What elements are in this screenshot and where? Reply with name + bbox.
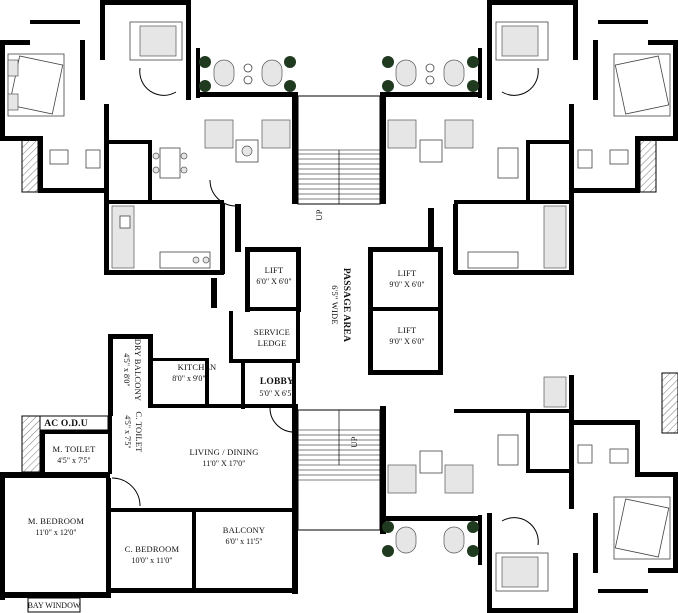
balcony-name: BALCONY [223,525,266,535]
ac-odu-name: AC O.D.U [44,419,88,429]
service-name: SERVICE [254,327,290,337]
passage-area: PASSAGE AREA 6'5" WIDE [330,268,351,342]
kitchen-dim: 8'0" x 9'0" [172,374,205,383]
dry-balcony-dim: 4'5" x 8'0" [122,353,131,386]
balcony-dim: 6'0" x 11'5" [225,537,262,546]
flat-top-left [0,0,296,275]
dry-balcony-name: DRY BALCONY [133,339,143,402]
lobby-name: LOBBY [260,377,294,387]
service-ledge: SERVICE LEDGE [254,327,290,348]
lift-3: LIFT 9'0" X 6'0" [389,325,424,346]
bay-window-label: BAY WINDOW [28,601,81,610]
lobby-dim: 5'0" X 6'5" [259,389,294,398]
stair-bottom: UP [297,409,381,531]
c-toilet-name: C. TOILET [134,411,144,453]
stair-top-up-label: UP [314,209,324,220]
flat-bottom-right [382,372,678,613]
lift-2: LIFT 9'0" X 6'0" [389,268,424,289]
ac-odu-top-left [21,139,39,193]
lift-1: LIFT 6'0" X 6'0" [256,265,291,286]
lobby: LOBBY 5'0" X 6'5" [259,377,294,398]
lift-3-dim: 9'0" X 6'0" [389,337,424,346]
lift-1-name: LIFT [265,265,284,275]
m-toilet-dim: 4'5" x 7'5" [57,456,90,465]
m-bedroom-name: M. BEDROOM [28,516,85,526]
flat-top-right [382,0,678,275]
c-toilet-dim: 4'5" x 7'5" [123,415,132,448]
m-bedroom-dim: 11'0" x 12'0" [35,528,76,537]
m-toilet-name: M. TOILET [52,444,96,454]
service-name-2: LEDGE [258,338,287,348]
c-bedroom-dim: 10'0" x 11'0" [131,556,172,565]
passage-dim: 6'5" WIDE [330,285,340,324]
c-bedroom-name: C. BEDROOM [125,544,180,554]
stair-top: UP [297,95,381,221]
living-dim: 11'0" X 17'0" [203,459,246,468]
lift-2-name: LIFT [398,268,417,278]
flat-bottom-left: KITCHEN 8'0" x 9'0" DRY BALCONY 4'5" x 8… [0,334,298,613]
lift-2-dim: 9'0" X 6'0" [389,280,424,289]
living-name: LIVING / DINING [189,447,258,457]
passage-name: PASSAGE AREA [341,268,351,342]
stair-bottom-up-label: UP [349,436,359,447]
lift-1-dim: 6'0" X 6'0" [256,277,291,286]
ac-odu-top-right [639,139,657,193]
lift-3-name: LIFT [398,325,417,335]
kitchen-name: KITCHEN [178,362,217,372]
